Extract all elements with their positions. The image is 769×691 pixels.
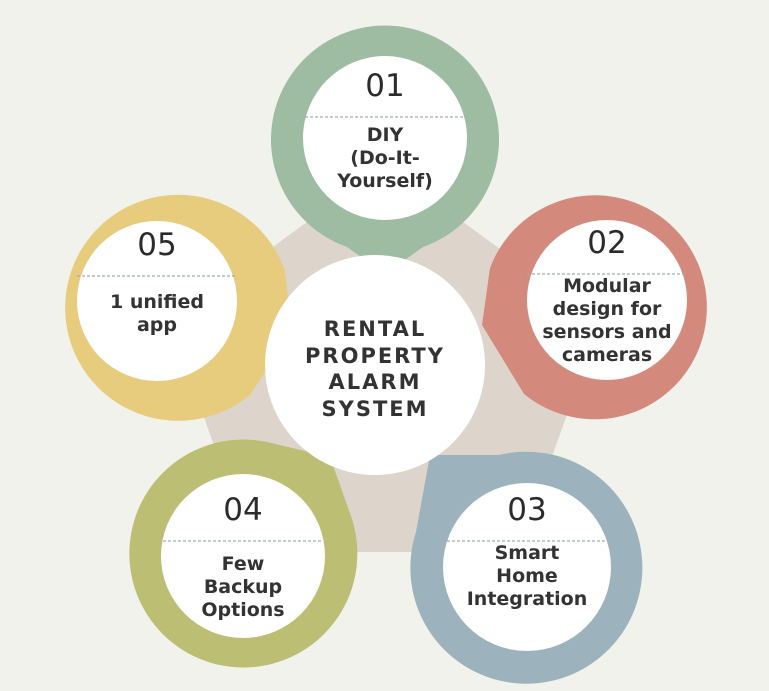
node-04-number: 04 [223,492,263,528]
node-01-number: 01 [365,68,405,104]
node-01-label: DIY (Do-It- Yourself) [337,124,433,192]
node-01 [271,25,499,275]
node-03 [410,451,643,684]
node-02-number: 02 [587,225,627,261]
center-hub [265,255,485,475]
node-05-number: 05 [137,227,177,263]
node-02 [482,195,707,420]
node-02-label: Modular design for sensors and cameras [542,275,672,366]
node-01-disc [303,56,467,220]
node-04-disc [161,474,325,638]
node-05-disc [77,221,237,381]
node-05-label: 1 unified app [110,291,204,336]
node-05 [65,194,293,421]
node-04 [129,439,358,668]
node-02-disc [527,220,687,380]
center-title: RENTAL PROPERTY ALARM SYSTEM [305,317,445,421]
node-03-number: 03 [507,492,547,528]
node-03-label: Smart Home Integration [466,542,588,610]
node-04-label: Few Backup Options [201,553,285,621]
node-03-disc [443,483,611,651]
